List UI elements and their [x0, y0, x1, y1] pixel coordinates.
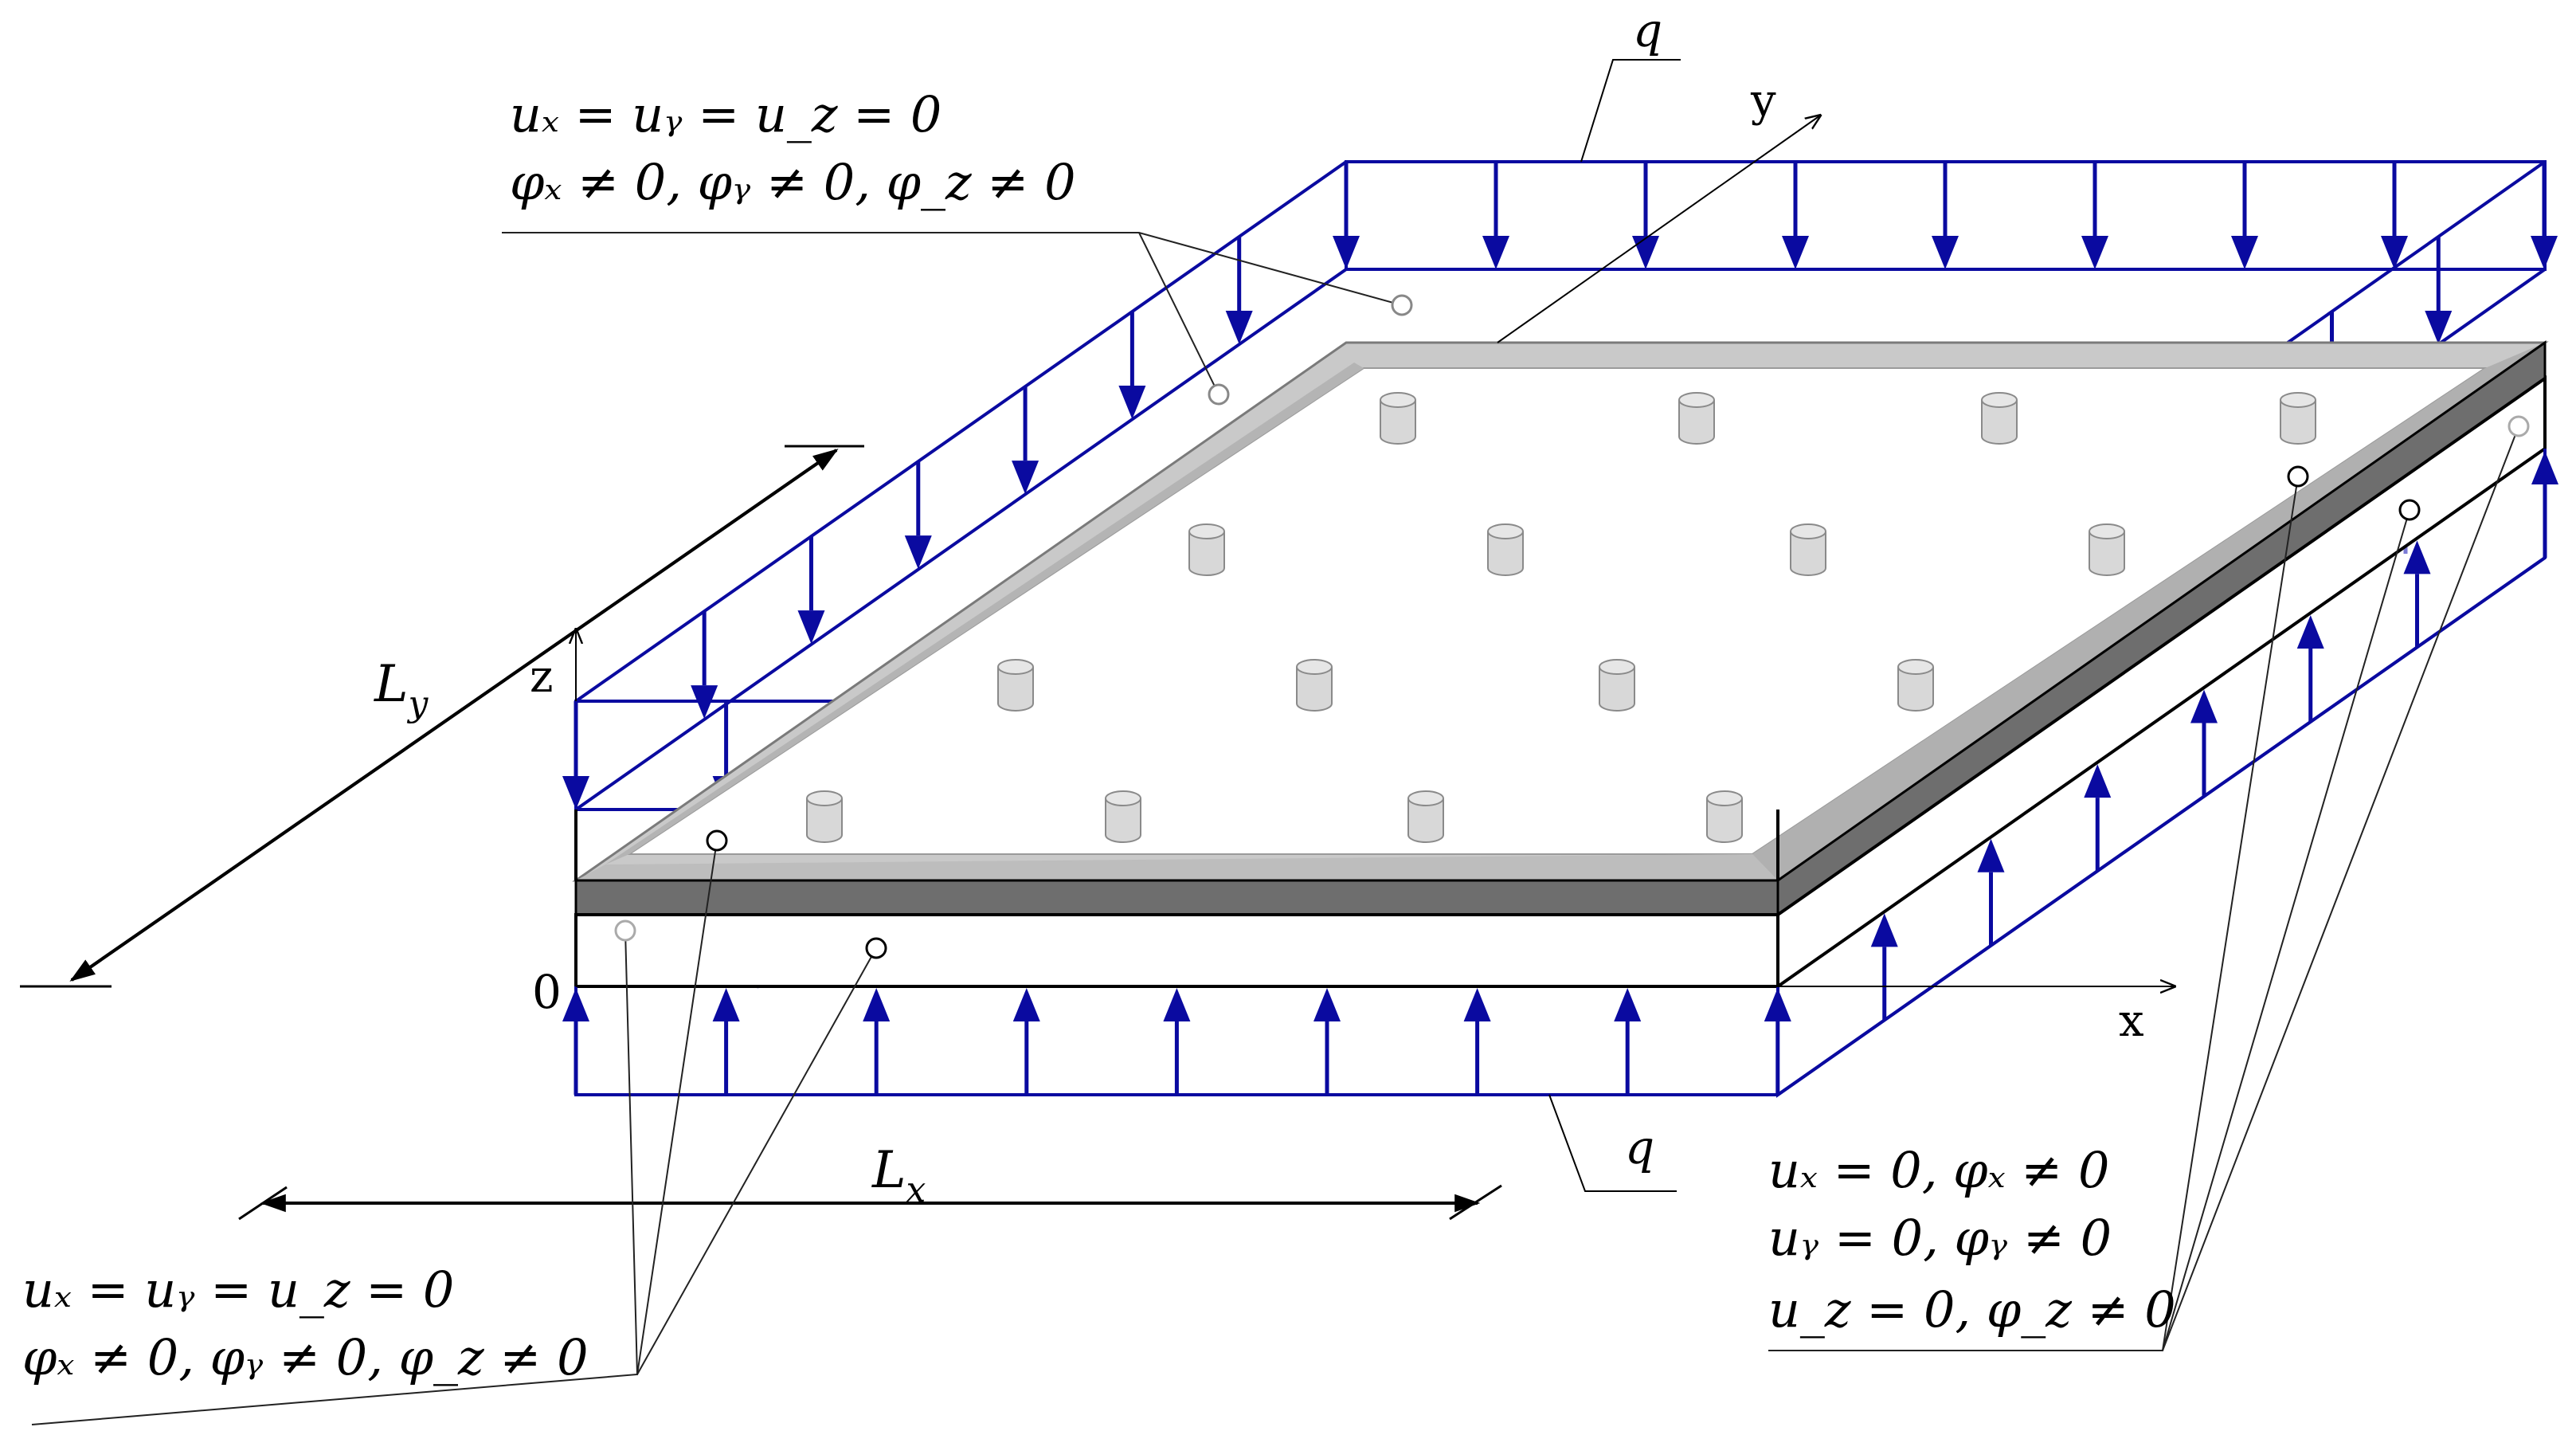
Lx-label: Lx — [871, 1141, 926, 1210]
load-arrow-up-head — [562, 988, 589, 1021]
bc-top-left-line2: φₓ ≠ 0, φᵧ ≠ 0, φ_z ≠ 0 — [510, 153, 1076, 211]
load-arrow-down-head — [1118, 386, 1146, 420]
x-axis-label: x — [2119, 995, 2144, 1047]
load-arrow-down-head — [1225, 311, 1253, 345]
support-pin — [1407, 790, 1444, 843]
load-arrow-up-head — [1012, 988, 1040, 1021]
support-pin — [1981, 392, 2018, 445]
load-arrow-down-head — [691, 685, 718, 719]
bc-bottom-left-line2: φₓ ≠ 0, φᵧ ≠ 0, φ_z ≠ 0 — [22, 1328, 589, 1386]
load-arrow-down-head — [797, 610, 825, 645]
load-arrow-up-head — [2403, 540, 2431, 574]
support-pin — [1897, 659, 1934, 712]
load-arrow-up-head — [2084, 764, 2112, 798]
load-arrow-up-head — [1463, 988, 1491, 1021]
load-arrow-up-head — [863, 988, 891, 1021]
load-arrow-down-head — [2231, 236, 2258, 269]
support-pins — [806, 392, 2316, 843]
load-arrow-down-head — [1333, 236, 1360, 269]
load-arrow-up-head — [1977, 838, 2005, 872]
node-circle — [2287, 465, 2309, 488]
node-circle — [706, 829, 728, 852]
load-arrow-down-head — [1782, 236, 1809, 269]
coordinate-axes — [576, 116, 2175, 986]
load-arrow-up-head — [1313, 988, 1341, 1021]
z-axis-label: z — [530, 651, 554, 703]
support-pin — [2280, 392, 2316, 445]
support-pin — [2089, 523, 2125, 576]
load-arrow-up-head — [712, 988, 740, 1021]
load-arrow-down-head — [1632, 236, 1659, 269]
dimension-Ly — [20, 445, 864, 988]
load-arrow-down-head — [2531, 236, 2558, 269]
bc-bottom-right-line2: uᵧ = 0, φᵧ ≠ 0 — [1768, 1209, 2112, 1267]
load-arrow-down-head — [562, 776, 589, 810]
q-bottom-label: q — [1625, 1120, 1654, 1174]
node-circle — [865, 937, 887, 959]
load-arrow-down-head — [1932, 236, 1959, 269]
support-pin — [997, 659, 1034, 712]
load-arrow-up-head — [1764, 988, 1791, 1021]
load-arrow-down-head — [904, 535, 932, 570]
support-pin — [806, 790, 843, 843]
plate-frame — [572, 340, 2549, 990]
q-top-label: q — [1633, 3, 1662, 57]
q-leaders — [1548, 59, 1681, 1192]
load-arrow-up-head — [1870, 913, 1898, 947]
support-pin — [1706, 790, 1743, 843]
load-arrow-down-head — [2425, 311, 2453, 345]
load-arrow-down-head — [1482, 236, 1509, 269]
bc-nodes — [614, 294, 2530, 959]
bc-bottom-right-line3: u_z = 0, φ_z ≠ 0 — [1768, 1280, 2176, 1339]
support-pin — [1105, 790, 1141, 843]
node-circle — [2507, 415, 2530, 437]
support-pin — [1188, 523, 1225, 576]
node-circle — [2398, 499, 2421, 521]
support-pin — [1296, 659, 1333, 712]
bc-top-left-line1: uₓ = uᵧ = u_z = 0 — [510, 85, 942, 143]
origin-label: 0 — [532, 965, 562, 1019]
bottom-load-arrows — [562, 451, 2558, 1095]
load-arrow-down-head — [1012, 461, 1039, 495]
load-arrow-up-head — [2531, 451, 2558, 484]
support-pin — [1380, 392, 1416, 445]
support-pin — [1678, 392, 1715, 445]
support-pin — [1790, 523, 1826, 576]
Ly-label: Ly — [374, 655, 429, 724]
load-arrow-up-head — [2296, 614, 2324, 649]
load-arrow-up-head — [1163, 988, 1191, 1021]
load-arrow-down-head — [2081, 236, 2108, 269]
y-axis-label: y — [1750, 75, 1776, 127]
support-pin — [1599, 659, 1635, 712]
y-axis — [1497, 116, 1820, 343]
bc-bottom-right-line1: uₓ = 0, φₓ ≠ 0 — [1768, 1141, 2109, 1199]
dimension-Lx — [238, 1184, 1502, 1221]
support-pin — [1487, 523, 1524, 576]
load-arrow-down-head — [2381, 236, 2408, 269]
node-circle — [1208, 383, 1230, 406]
node-circle — [1391, 294, 1413, 316]
load-arrow-up-head — [2190, 689, 2218, 723]
bc-leaders — [31, 232, 2519, 1425]
bc-bottom-left-line1: uₓ = uᵧ = u_z = 0 — [22, 1260, 454, 1319]
node-circle — [614, 919, 636, 942]
load-arrow-up-head — [1614, 988, 1642, 1021]
